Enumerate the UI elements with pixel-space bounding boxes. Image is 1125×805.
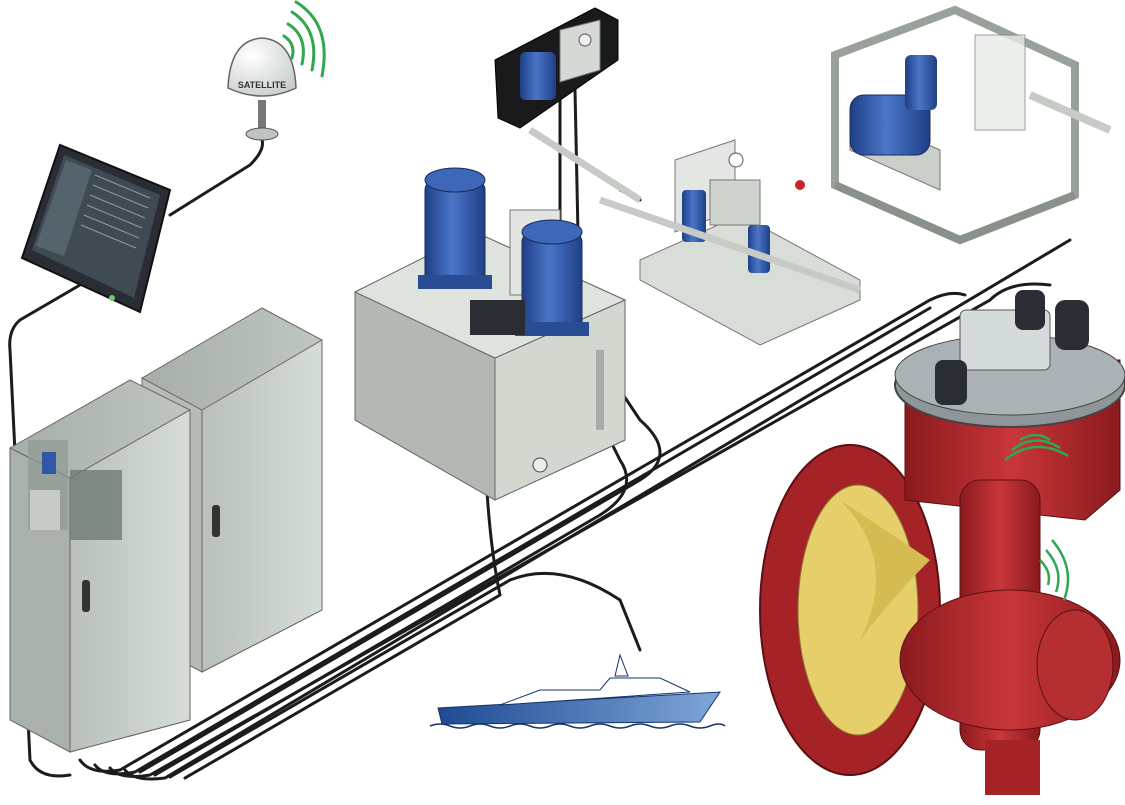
wireless-signal-icon: [1004, 433, 1070, 601]
satellite-dome-icon: [227, 37, 297, 97]
hydraulic-power-unit: [353, 167, 627, 501]
valve-panel: [494, 7, 619, 129]
wireless-signal-icon: [282, 0, 326, 78]
electric-motor-1: [418, 167, 492, 289]
cooling-unit: [831, 5, 1112, 245]
electric-motor-2: [515, 219, 589, 336]
ship-icon: [429, 653, 726, 729]
cabinet-handle: [82, 580, 90, 612]
satellite-antenna: SATELLITE: [227, 0, 326, 141]
control-cabinets: [9, 307, 323, 753]
cabinet-electronics: [28, 440, 122, 540]
filter-skid: [528, 127, 862, 346]
cabinet-handle: [212, 505, 220, 537]
satellite-label: SATELLITE: [238, 80, 286, 90]
control-monitor: [20, 143, 172, 314]
tunnel-thruster: [759, 290, 1125, 795]
